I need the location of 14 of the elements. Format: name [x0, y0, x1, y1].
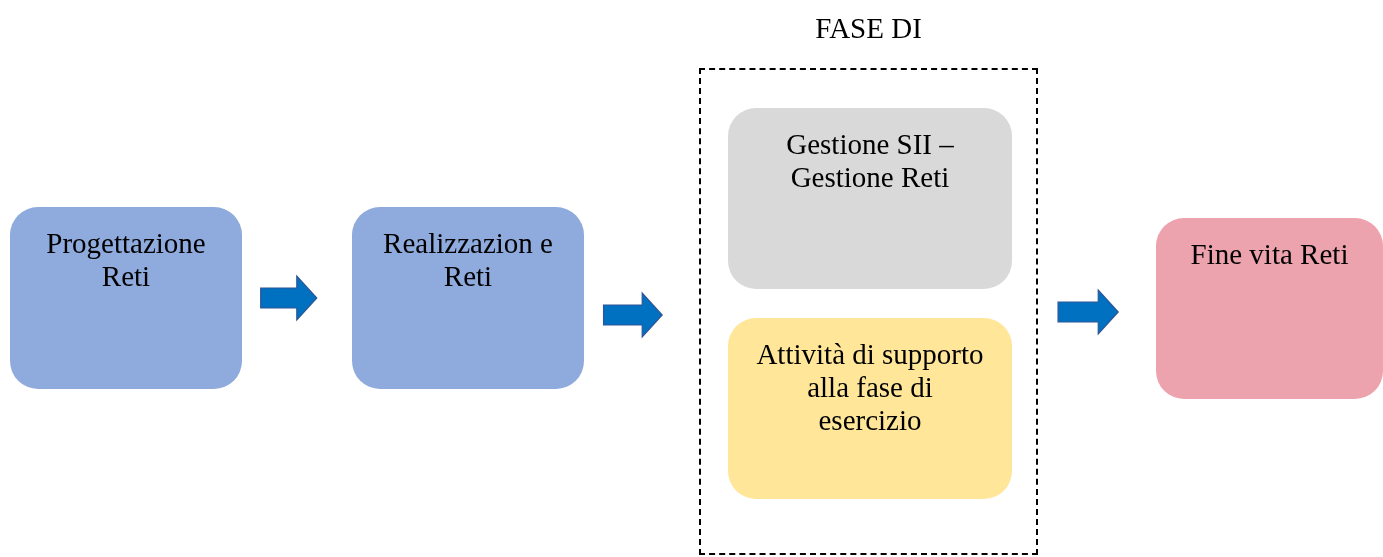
process-box	[352, 207, 584, 389]
block-arrow	[602, 291, 663, 339]
process-box	[728, 108, 1012, 289]
box-label: Progettazione Reti	[45, 227, 207, 293]
process-box	[1156, 218, 1383, 399]
box-label: Realizzazion e Reti	[382, 227, 554, 293]
block-arrow	[1057, 288, 1120, 336]
box-label: Attività di supporto alla fase di esercizio	[755, 338, 985, 437]
box-label: Gestione SII – Gestione Reti	[785, 128, 955, 194]
group-heading: FASE DI	[814, 12, 923, 45]
process-box	[728, 318, 1012, 499]
process-box	[10, 207, 242, 389]
block-arrow	[260, 274, 318, 322]
box-label: Fine vita Reti	[1189, 238, 1350, 271]
